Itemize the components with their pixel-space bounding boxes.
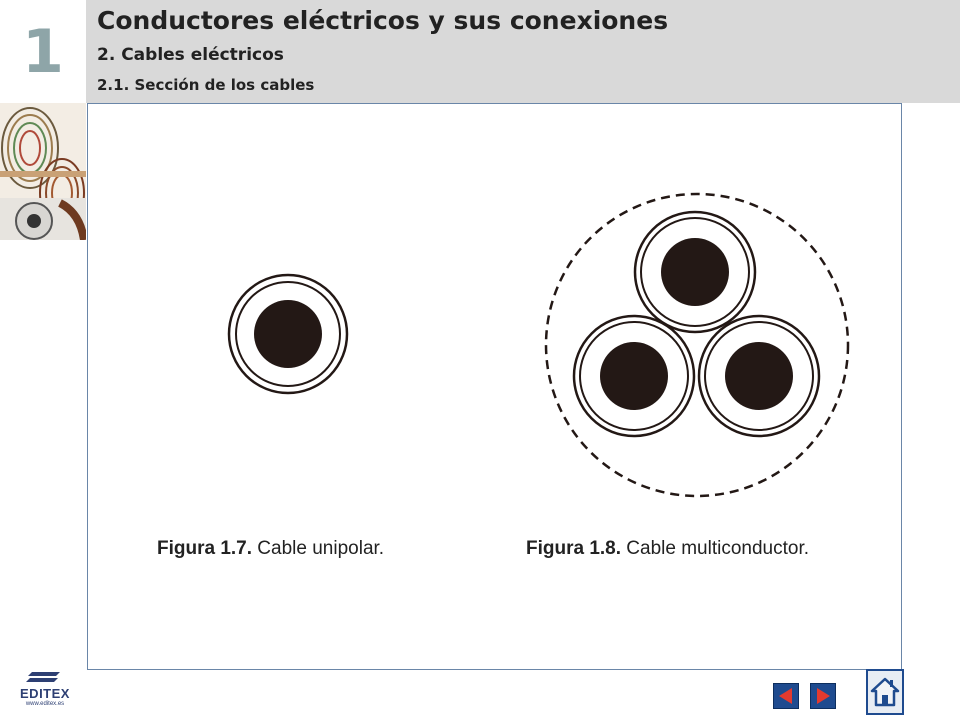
multiconductor-cable-diagram — [544, 192, 850, 498]
page-subtitle: 2. Cables eléctricos — [97, 45, 284, 65]
figure-caption-text: Cable multiconductor. — [621, 538, 810, 559]
unipolar-cable-diagram — [227, 273, 349, 395]
multiconductor-core-left — [572, 314, 696, 438]
editex-logo-url: www.editex.es — [25, 701, 65, 707]
multiconductor-core-top — [633, 210, 757, 334]
house-icon — [870, 677, 900, 707]
editex-logo-icon — [26, 672, 60, 682]
triangle-left-icon — [779, 688, 792, 704]
figure-caption-text: Cable unipolar. — [252, 538, 385, 559]
figure-caption-multiconductor: Figura 1.8. Cable multiconductor. — [526, 538, 809, 560]
editex-logo-text: EDITEX — [20, 686, 70, 701]
header-band — [86, 0, 960, 103]
next-slide-button[interactable] — [810, 683, 836, 709]
section-heading: 2.1. Sección de los cables — [97, 76, 315, 94]
cable-coil-thumbnail — [0, 103, 86, 240]
figure-caption-unipolar: Figura 1.7. Cable unipolar. — [157, 538, 384, 560]
chapter-number: 1 — [22, 16, 64, 87]
page-title: Conductores eléctricos y sus conexiones — [97, 6, 669, 35]
multiconductor-core-right — [697, 314, 821, 438]
unipolar-sheath-ring — [235, 281, 341, 387]
figure-caption-label: Figura 1.8. — [526, 538, 622, 559]
multiconductor-outer-sheath — [544, 192, 850, 498]
cable-coil-image — [0, 103, 86, 240]
triangle-right-icon — [817, 688, 830, 704]
figure-caption-label: Figura 1.7. — [157, 538, 253, 559]
previous-slide-button[interactable] — [773, 683, 799, 709]
home-button[interactable] — [866, 669, 904, 715]
unipolar-conductor — [254, 300, 322, 368]
